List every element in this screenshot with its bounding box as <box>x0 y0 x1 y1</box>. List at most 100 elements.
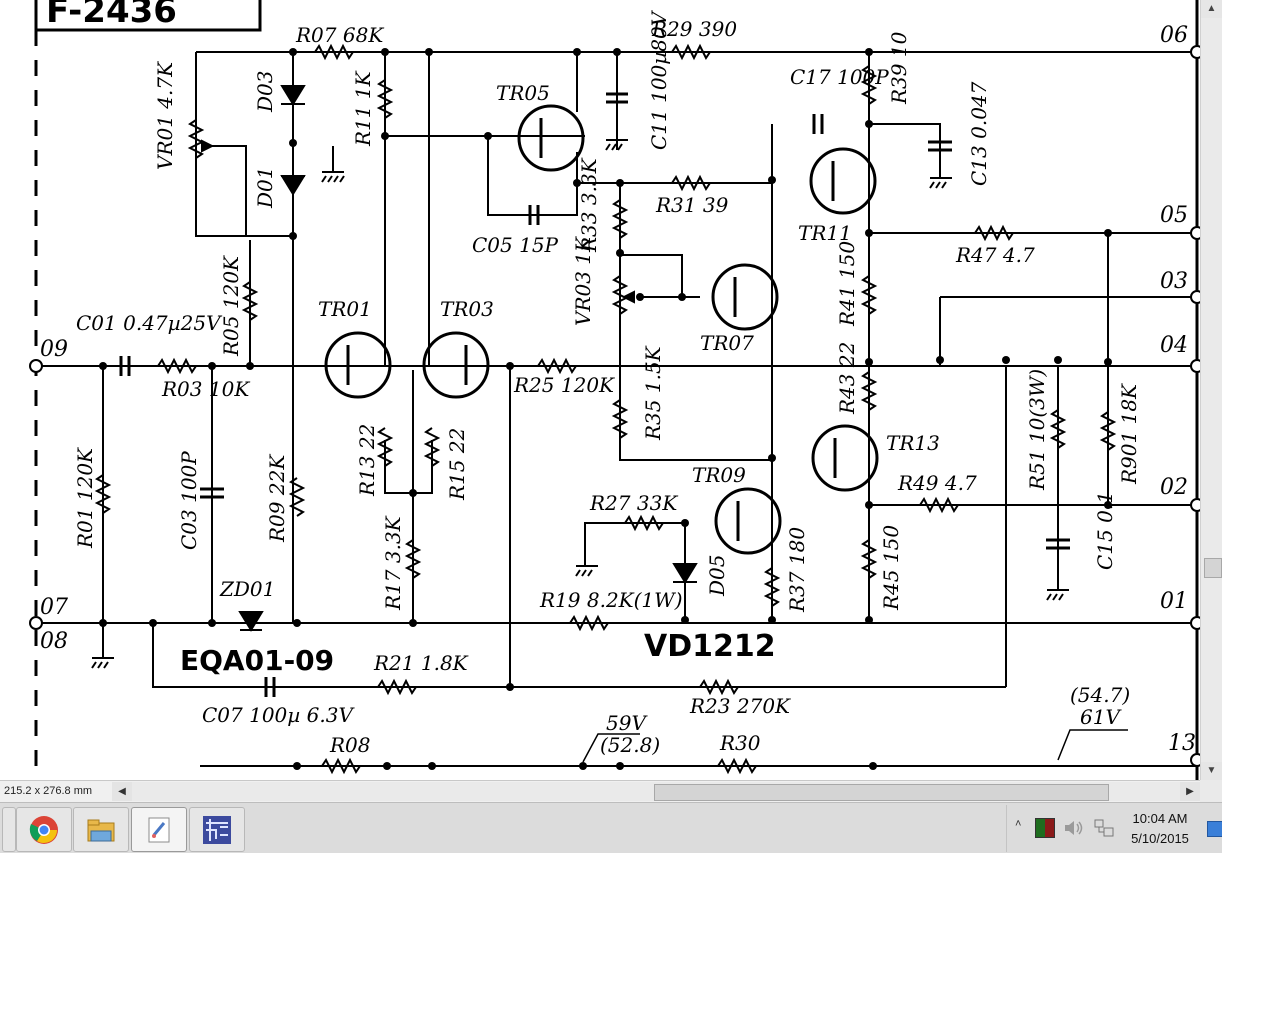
label-r45: R45 150 <box>879 525 903 611</box>
vertical-scrollbar[interactable]: ▲ ▼ <box>1200 0 1222 780</box>
diodes <box>238 85 698 632</box>
title-text: F-2436 <box>46 0 177 31</box>
terminal-03: 03 <box>1160 269 1188 294</box>
system-tray: ˄ 10:04 AM 5/10/2015 <box>1006 805 1222 852</box>
label-r01: R01 120K <box>73 447 97 549</box>
label-r25: R25 120K <box>513 373 615 397</box>
terminal-nodes <box>29 45 1200 767</box>
label-r21: R21 1.8K <box>373 651 469 675</box>
label-tr09: TR09 <box>692 463 746 487</box>
taskbar-chrome-button[interactable] <box>16 807 72 852</box>
label-r37: R37 180 <box>785 527 809 613</box>
label-r19: R19 8.2K(1W) <box>539 588 683 612</box>
horizontal-scrollbar[interactable]: ◀ ▶ <box>112 782 1200 801</box>
label-c15: C15 0.1 <box>1093 491 1117 570</box>
label-r09: R09 22K <box>265 454 289 543</box>
label-r33: R33 3.3K <box>577 157 601 253</box>
volume-icon[interactable] <box>1063 818 1085 838</box>
label-c11: C11 100µ80V <box>647 9 671 150</box>
taskbar-circuit-app-button[interactable] <box>189 807 245 852</box>
terminal-01: 01 <box>1160 589 1188 614</box>
voltage-54-7: (54.7) <box>1070 683 1130 707</box>
label-c17: C17 100P <box>790 65 889 89</box>
terminal-06: 06 <box>1160 23 1188 48</box>
model-number: VD1212 <box>644 629 776 664</box>
label-r41: R41 150 <box>835 241 859 327</box>
label-r29: R29 390 <box>651 17 737 41</box>
label-c05: C05 15P <box>472 233 559 257</box>
label-r49: R49 4.7 <box>897 471 977 495</box>
terminal-02: 02 <box>1160 475 1188 500</box>
label-r05: R05 120K <box>219 255 243 357</box>
scroll-left-button[interactable]: ◀ <box>112 782 132 801</box>
terminal-04: 04 <box>1160 333 1188 358</box>
voltage-61v: 61V <box>1080 705 1122 729</box>
label-r30: R30 <box>719 731 761 755</box>
capacitors <box>119 92 1070 697</box>
clock-time[interactable]: 10:04 AM <box>1132 811 1188 826</box>
label-r15: R15 22 <box>445 428 469 501</box>
label-tr03: TR03 <box>440 297 494 321</box>
page-dimensions: 215.2 x 276.8 mm <box>4 785 93 797</box>
zener-part-number: EQA01-09 <box>180 644 334 677</box>
component-labels: R07 68K R29 390 TR05 C17 100P R31 39 TR1… <box>73 9 1141 757</box>
label-r03: R03 10K <box>161 377 250 401</box>
show-desktop-button[interactable] <box>1207 821 1222 837</box>
taskbar: ˄ 10:04 AM 5/10/2015 <box>0 802 1222 853</box>
voltage-pointer-59v <box>582 733 640 763</box>
file-explorer-icon <box>87 819 115 842</box>
label-d05: D05 <box>705 555 729 597</box>
label-vr01: VR01 4.7K <box>153 61 177 170</box>
scrollbar-corner <box>1200 780 1222 802</box>
document-viewer: F-2436 <box>0 0 1222 853</box>
label-r17: R17 3.3K <box>381 515 405 611</box>
label-vr03: VR03 1K <box>571 236 595 326</box>
label-r901: R901 18K <box>1117 383 1141 485</box>
taskbar-explorer-button[interactable] <box>73 807 129 852</box>
scroll-right-button[interactable]: ▶ <box>1180 782 1200 801</box>
label-c07: C07 100µ 6.3V <box>202 703 355 727</box>
potentiometers <box>201 139 635 315</box>
clock-date[interactable]: 5/10/2015 <box>1131 831 1189 846</box>
ground-symbols <box>91 124 1069 669</box>
voltage-pointer-61v <box>1057 729 1128 761</box>
label-r47: R47 4.7 <box>955 243 1035 267</box>
label-zd01: ZD01 <box>219 577 275 601</box>
label-c13: C13 0.047 <box>967 81 991 186</box>
chrome-icon <box>29 816 58 844</box>
horizontal-scroll-thumb[interactable] <box>654 784 1109 801</box>
label-tr05: TR05 <box>496 81 550 105</box>
terminal-07: 07 <box>40 595 68 620</box>
status-bar: 215.2 x 276.8 mm ◀ ▶ <box>0 780 1200 803</box>
label-tr13: TR13 <box>886 431 940 455</box>
scroll-down-button[interactable]: ▼ <box>1201 762 1222 780</box>
schematic-canvas: F-2436 <box>29 0 1200 780</box>
terminal-13: 13 <box>1168 731 1196 756</box>
title-box: F-2436 <box>34 0 262 32</box>
label-r51: R51 10(3W) <box>1025 369 1049 491</box>
terminal-08: 08 <box>40 629 68 654</box>
terminal-05: 05 <box>1160 203 1188 228</box>
show-hidden-icons-button[interactable]: ˄ <box>1015 818 1022 830</box>
start-edge[interactable] <box>2 807 16 852</box>
label-c01: C01 0.47µ25V <box>76 311 223 335</box>
junction-dots <box>99 48 1112 770</box>
label-r43: R43 22 <box>835 342 859 415</box>
taskbar-paint-button[interactable] <box>131 807 187 852</box>
label-tr07: TR07 <box>700 331 754 355</box>
network-monitor-icon[interactable] <box>1035 818 1055 838</box>
scroll-up-button[interactable]: ▲ <box>1201 0 1222 18</box>
transistors <box>324 104 879 555</box>
terminal-labels: 06 05 03 04 02 01 09 07 08 13 <box>40 23 1196 756</box>
label-r27: R27 33K <box>589 491 678 515</box>
vertical-scroll-thumb[interactable] <box>1204 558 1222 578</box>
network-icon[interactable] <box>1093 818 1115 838</box>
label-tr11: TR11 <box>798 221 852 245</box>
label-c03: C03 100P <box>177 451 201 550</box>
label-r13: R13 22 <box>355 424 379 497</box>
label-d03: D03 <box>253 71 277 113</box>
voltage-59v: 59V <box>606 711 648 735</box>
circuit-app-icon <box>203 816 231 844</box>
label-r07: R07 68K <box>295 23 384 47</box>
paint-icon <box>148 817 170 843</box>
